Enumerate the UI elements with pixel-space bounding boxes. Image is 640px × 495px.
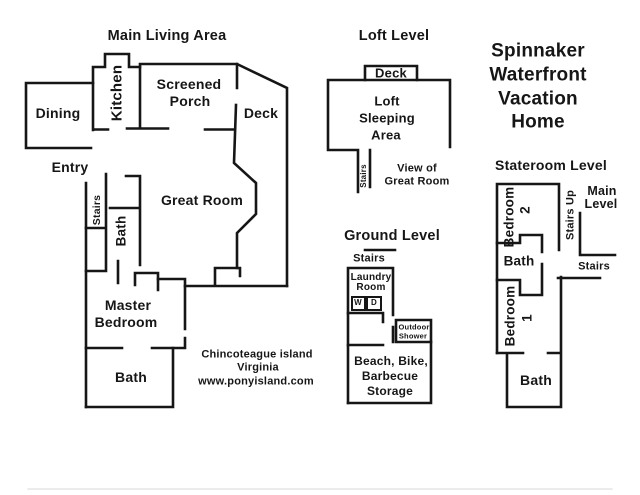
deck-bottom-step <box>183 266 289 288</box>
laundry-room-label-line1: Laundry <box>350 272 392 283</box>
bedroom2-outline <box>495 182 561 355</box>
bedroom1-and-bath-outline <box>495 275 563 409</box>
laundry-bottom-wall <box>346 311 385 324</box>
page-title-line3: Vacation <box>498 88 578 110</box>
loft-level-walls <box>326 64 452 194</box>
porch-bottom-wall <box>125 127 235 131</box>
outdoor-shower-label-line2: Shower <box>398 331 428 341</box>
bath-middle-walls <box>108 174 142 285</box>
loft-deck-box <box>363 64 419 82</box>
laundry-room-label-line2: Room <box>356 282 386 293</box>
stateroom-bath-outline <box>495 233 544 297</box>
deck-label: Deck <box>243 105 279 121</box>
bath-bottom-label: Bath <box>115 369 147 385</box>
storage-label-line2: Barbecue <box>361 369 419 383</box>
main-level-label-line2: Level <box>584 196 618 211</box>
stateroom-level-title: Stateroom Level <box>495 157 607 173</box>
master-closet <box>133 271 160 292</box>
screened-porch-label-line2: Porch <box>169 93 211 109</box>
dining-room-outline <box>24 81 95 150</box>
view-of-great-room-line2: Great Room <box>384 175 450 188</box>
washer-box <box>351 296 366 311</box>
stairs-up-corner-wall <box>578 211 617 257</box>
ground-level-title: Ground Level <box>344 227 440 244</box>
dryer-box <box>366 296 382 311</box>
laundry-outline <box>346 266 395 405</box>
loft-sleeping-area-line1: Loft <box>374 93 400 109</box>
bedroom2-label: Bedroom <box>501 186 517 248</box>
deck-divider-wall <box>232 62 258 270</box>
screened-porch-label-line1: Screened <box>156 76 222 92</box>
outdoor-shower-label-line1: Outdoor <box>398 322 430 332</box>
stairs-up-label: Stairs Up <box>564 189 577 241</box>
master-bedroom-label-line1: Master <box>104 297 152 313</box>
ground-stairs-label: Stairs <box>353 252 385 265</box>
storage-label-line3: Storage <box>366 384 414 398</box>
loft-sleeping-area-line2: Sleeping <box>359 110 415 126</box>
location-label-line2: Virginia <box>237 361 279 374</box>
loft-level-title: Loft Level <box>358 27 430 44</box>
storage-label-line1: Beach, Bike, <box>354 354 428 368</box>
bedroom2-number: 2 <box>517 206 533 214</box>
kitchen-outline <box>91 52 142 132</box>
loft-outline <box>326 78 452 194</box>
bath-bottom-walls <box>84 346 175 409</box>
main-level-label-line1: Main <box>587 183 617 198</box>
loft-deck-label: Deck <box>375 65 407 81</box>
stateroom-bath-middle-label: Bath <box>503 253 535 269</box>
entry-label: Entry <box>51 159 89 175</box>
main-living-area-title: Main Living Area <box>107 27 227 44</box>
stairs-label-main: Stairs <box>90 194 103 226</box>
stateroom-bath-bottom-label: Bath <box>520 372 552 388</box>
dryer-label: D <box>371 298 377 307</box>
dining-label: Dining <box>35 105 81 121</box>
stairs-walls <box>84 172 108 273</box>
stateroom-level-walls <box>495 182 617 409</box>
page-title-line1: Spinnaker <box>491 40 585 62</box>
master-bedroom-walls <box>84 277 187 350</box>
page-title-line2: Waterfront <box>489 64 587 86</box>
location-label-line1: Chincoteague island <box>201 348 313 361</box>
storage-outline <box>346 340 433 405</box>
great-room-label: Great Room <box>160 192 244 208</box>
outdoor-shower-box <box>394 318 433 344</box>
loft-sleeping-area-line3: Area <box>371 127 401 143</box>
master-bedroom-label-line2: Bedroom <box>94 314 158 330</box>
loft-stairs-label: Stairs <box>359 164 368 188</box>
main-living-area-walls <box>24 52 289 409</box>
ground-level-walls <box>346 248 433 405</box>
bedroom1-number: 1 <box>519 314 535 322</box>
view-of-great-room-line1: View of <box>397 162 437 175</box>
bedroom1-label: Bedroom <box>502 285 518 347</box>
bath-middle-label: Bath <box>113 215 129 247</box>
page-title-line4: Home <box>511 111 565 133</box>
porch-and-deck-outline <box>138 62 289 288</box>
kitchen-label: Kitchen <box>108 64 126 122</box>
website-label: www.ponyisland.com <box>198 375 314 388</box>
stateroom-stairs-label: Stairs <box>578 260 610 273</box>
washer-label: W <box>354 298 362 307</box>
